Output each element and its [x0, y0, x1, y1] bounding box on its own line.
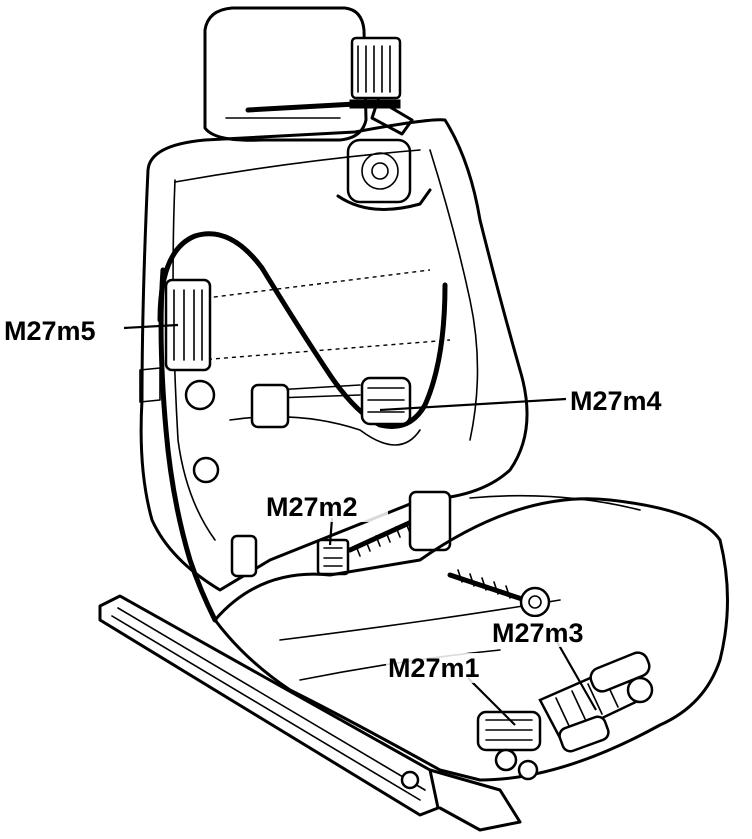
leader-m27m4 — [379, 397, 567, 412]
side-motor-m27m5 — [164, 278, 220, 484]
front-spring — [447, 569, 551, 618]
label-m27m3: M27m3 — [492, 618, 584, 648]
leader-m27m3 — [555, 639, 597, 711]
leader-lines — [123, 323, 597, 726]
backrest-cable — [157, 231, 448, 623]
leader-m27m1 — [467, 677, 516, 726]
headrest-motor — [336, 36, 432, 211]
headrest — [203, 6, 368, 142]
label-m27m4: M27m4 — [570, 386, 662, 416]
leader-m27m5 — [123, 323, 179, 330]
recline-motor-m27m2 — [230, 490, 452, 578]
label-m27m5: M27m5 — [4, 316, 96, 346]
seat-length-motor-m27m1 — [476, 710, 610, 781]
backrest-motor-m27m4 — [250, 376, 412, 429]
seat-rail — [98, 594, 522, 832]
label-m27m2: M27m2 — [266, 492, 358, 522]
leader-m27m2 — [328, 517, 334, 546]
label-m27m1: M27m1 — [388, 653, 480, 683]
